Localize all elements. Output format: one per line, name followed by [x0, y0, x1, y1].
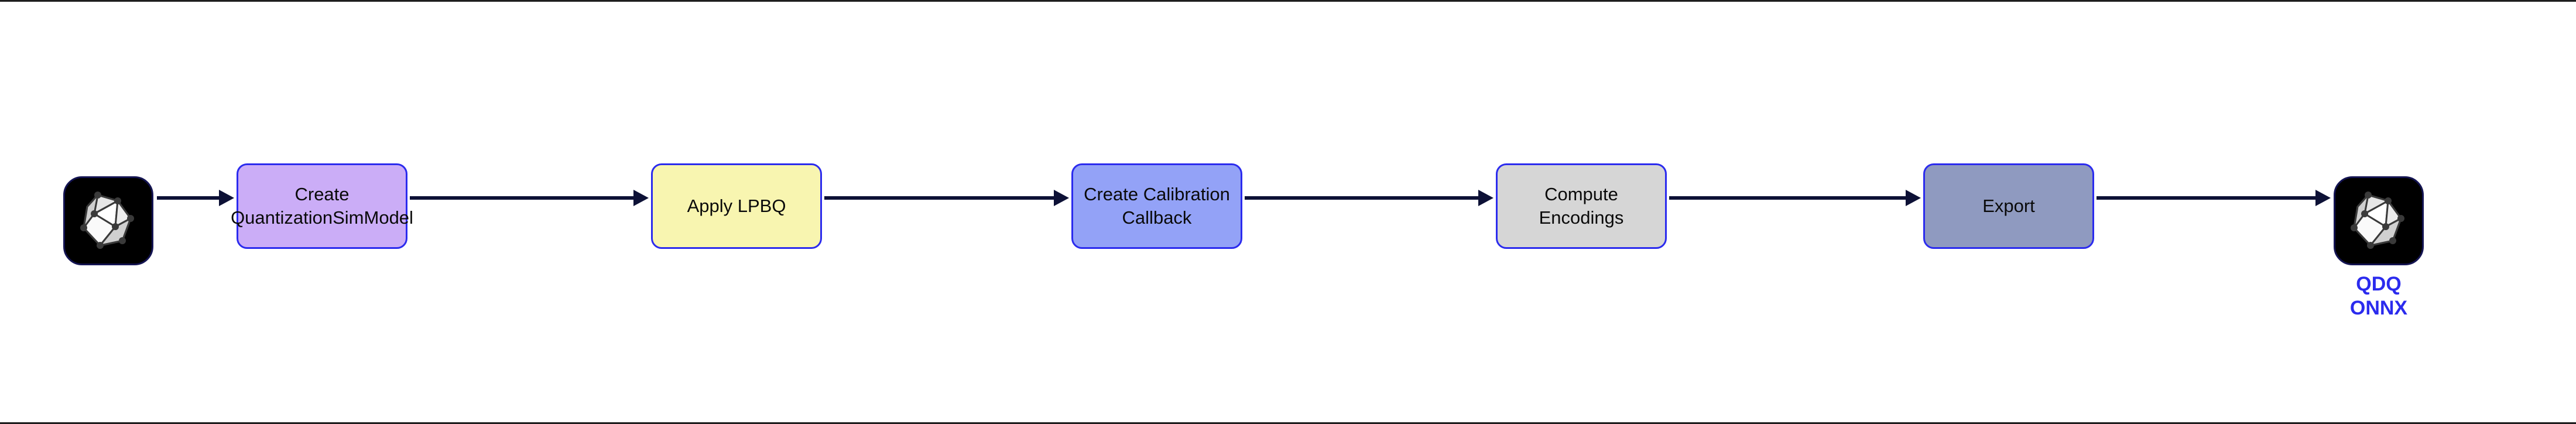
node-export[interactable]: Export	[1923, 163, 2094, 249]
arrow-head-icon	[219, 190, 234, 206]
node-label: Export	[1982, 195, 2035, 216]
node-apply-lpbq[interactable]: Apply LPBQ	[651, 163, 822, 249]
node-create-quantizationsimmodel[interactable]: Create QuantizationSimModel	[231, 163, 413, 249]
arrow-shaft	[2097, 196, 2317, 200]
arrow-shaft	[824, 196, 1055, 200]
output-onnx-model-icon	[2334, 176, 2424, 265]
arrow-shaft	[410, 196, 635, 200]
output-format-label: QDQ ONNX	[2349, 273, 2408, 320]
node-label: Compute Encodings	[1539, 183, 1624, 228]
arrow-input-to-sim	[157, 189, 234, 206]
input-onnx-model-icon	[63, 176, 153, 265]
node-compute-encodings[interactable]: Compute Encodings	[1496, 163, 1667, 249]
arrow-shaft	[157, 196, 220, 200]
arrow-head-icon	[633, 190, 649, 206]
arrow-compute-to-export	[1669, 189, 1921, 206]
arrow-head-icon	[2315, 190, 2331, 206]
node-create-calibration-callback[interactable]: Create Calibration Callback	[1071, 163, 1242, 249]
node-label: Create Calibration Callback	[1084, 183, 1230, 228]
arrow-callback-to-compute	[1245, 189, 1493, 206]
node-label: Apply LPBQ	[687, 195, 786, 216]
arrow-head-icon	[1906, 190, 1921, 206]
node-label: Create QuantizationSimModel	[231, 183, 413, 228]
arrow-sim-to-lpbq	[410, 189, 649, 206]
arrow-head-icon	[1054, 190, 1069, 206]
arrow-shaft	[1669, 196, 1907, 200]
arrow-shaft	[1245, 196, 1479, 200]
arrow-export-to-output	[2097, 189, 2331, 206]
arrow-head-icon	[1478, 190, 1493, 206]
arrow-lpbq-to-callback	[824, 189, 1069, 206]
